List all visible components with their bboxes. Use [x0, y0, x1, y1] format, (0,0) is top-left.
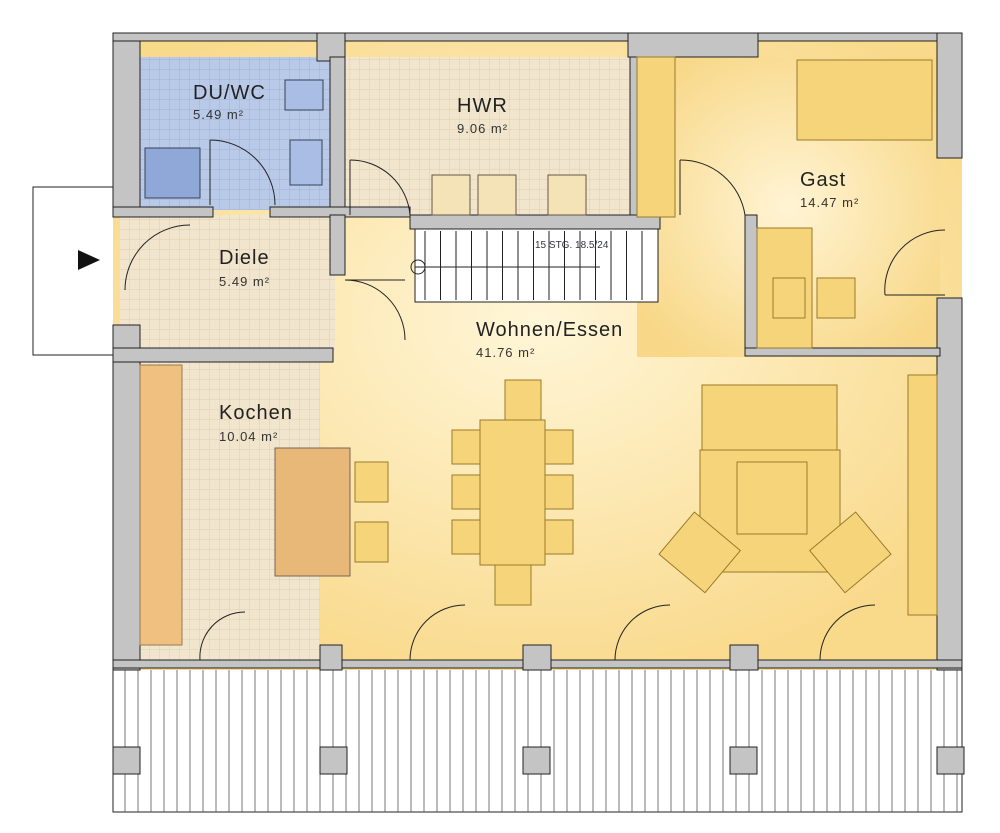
walls: [112, 32, 963, 671]
room-area-wohnen-essen: 41.76 m²: [476, 345, 535, 360]
room-area-diele: 5.49 m²: [219, 274, 270, 289]
doors: [124, 139, 946, 661]
room-name-du-wc: DU/WC: [193, 82, 266, 104]
entrance-arrow-icon: [78, 250, 100, 270]
diele-floor: [120, 215, 335, 350]
staircase: [410, 228, 659, 303]
entrance-porch: [32, 186, 116, 356]
room-area-kochen: 10.04 m²: [219, 429, 278, 444]
terrace-post: [112, 746, 141, 775]
furniture: [139, 56, 938, 646]
terrace-post: [936, 746, 965, 775]
terrace: [112, 667, 965, 813]
terrace-post: [729, 746, 758, 775]
room-name-diele: Diele: [219, 247, 270, 269]
room-name-gast: Gast: [800, 169, 846, 191]
room-area-hwr: 9.06 m²: [457, 121, 508, 136]
terrace-post: [319, 746, 348, 775]
room-area-du-wc: 5.49 m²: [193, 107, 244, 122]
room-name-kochen: Kochen: [219, 402, 293, 424]
stair-label: 15 STG. 18.5/24: [535, 240, 609, 251]
room-labels: DU/WC 5.49 m² HWR 9.06 m² Gast 14.47 m² …: [193, 82, 859, 444]
room-name-wohnen-essen: Wohnen/Essen: [476, 319, 623, 341]
terrace-post: [522, 746, 551, 775]
room-area-gast: 14.47 m²: [800, 195, 859, 210]
room-name-hwr: HWR: [457, 95, 508, 117]
